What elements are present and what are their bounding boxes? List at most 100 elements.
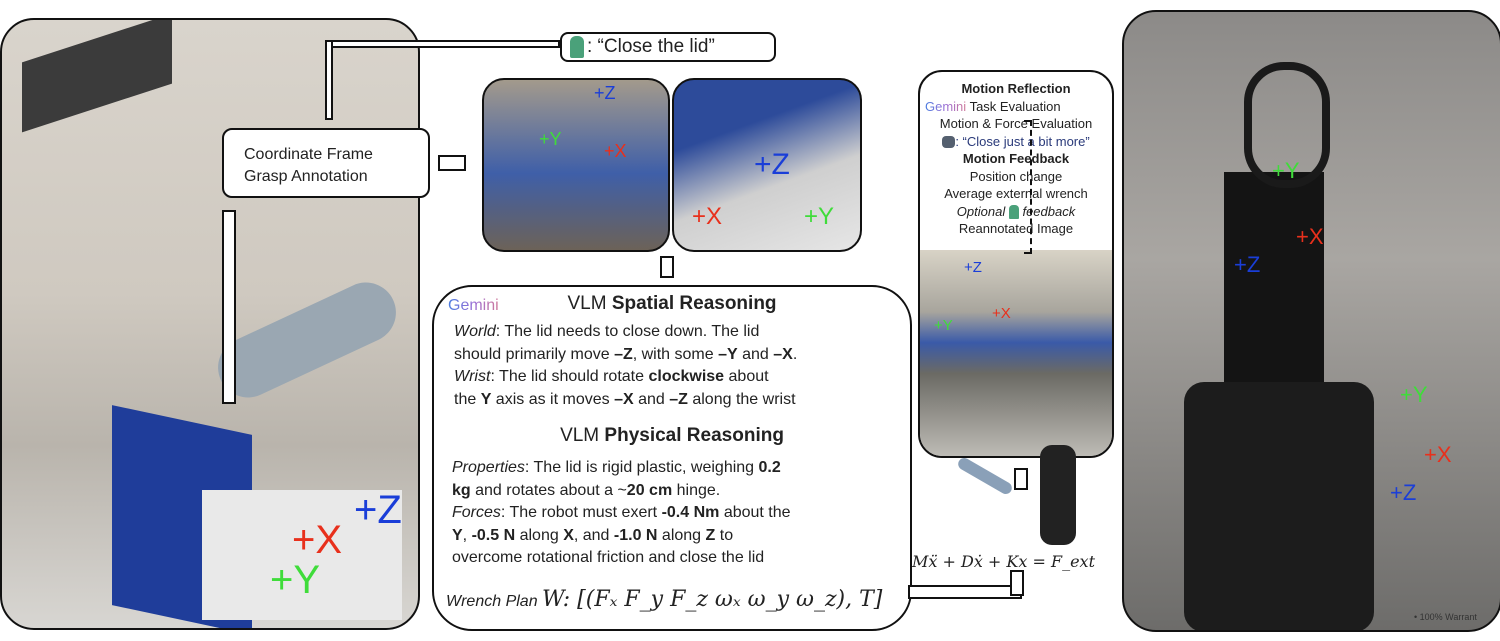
text: -1.0 N — [613, 526, 658, 544]
motion-reflection-box: Motion Reflection Gemini Task Evaluation… — [918, 70, 1114, 458]
wrench-formula: W: [(Fₓ F_y F_z ωₓ ω_y ω_z), T] — [542, 587, 883, 612]
axis-y-label: +Y — [804, 203, 835, 230]
person-icon — [1008, 205, 1019, 220]
text: : The lid should rotate — [490, 368, 649, 385]
axis-z-label: +Z — [1234, 252, 1261, 277]
humanoid-photo: +Y +X +Z +Y +X +Z • 100% Warrant — [1122, 10, 1500, 632]
humanoid-head — [1244, 62, 1330, 188]
text: should primarily move — [454, 345, 615, 363]
axis-y-label: +Y — [270, 558, 321, 602]
table-surface — [202, 490, 402, 620]
text: about the — [719, 504, 791, 521]
wrench-label: Wrench Plan — [446, 593, 538, 610]
label: World — [454, 323, 496, 340]
axis-x-label: +X — [604, 141, 627, 161]
text: –Y — [718, 345, 738, 363]
gemini-logo: Gemini — [448, 297, 499, 314]
wrench-plan: Wrench Plan W: [(Fₓ F_y F_z ωₓ ω_y ω_z),… — [446, 587, 882, 612]
text: along — [515, 526, 564, 544]
text: and rotates about a ~ — [470, 481, 627, 499]
text: clockwise — [648, 368, 725, 385]
text: hinge. — [672, 481, 721, 499]
text: , — [462, 526, 472, 544]
label: Forces — [452, 504, 501, 521]
wrench-arrow-up — [1010, 570, 1024, 596]
label: Properties — [452, 459, 525, 476]
text: the — [454, 390, 481, 408]
up-arrow — [222, 210, 236, 404]
text: axis as it moves — [491, 390, 615, 408]
axis-y-label: +Y — [1400, 382, 1428, 407]
feedback-label: feedback — [1022, 203, 1076, 219]
text: along the wrist — [687, 390, 796, 408]
text: about — [724, 368, 769, 385]
watermark: • 100% Warrant — [1414, 612, 1477, 622]
impedance-equation: Mẍ + Dẋ + Kx = F_ext — [912, 552, 1095, 571]
axis-y-label: +Y — [934, 317, 953, 334]
robot-quote: : “Close just a bit more” — [955, 133, 1090, 149]
axis-z-label: +Z — [964, 259, 982, 276]
camera-mount — [22, 20, 172, 133]
text: -0.5 N — [471, 526, 516, 544]
wrench-arrow — [908, 585, 1022, 599]
reannotated-photo: +Z +Y +X — [920, 250, 1112, 456]
axis-z-label: +Z — [1390, 480, 1417, 505]
prompt-text: : “Close the lid” — [587, 36, 715, 57]
text: X — [563, 526, 574, 544]
humanoid-torso — [1224, 172, 1324, 382]
axis-x-label: +X — [992, 305, 1011, 322]
annotation-line1: Coordinate Frame — [244, 146, 373, 163]
annotation-line2: Grasp Annotation — [244, 168, 368, 185]
user-prompt-box: : “Close the lid” — [560, 32, 776, 62]
prompt-arrow — [330, 40, 560, 48]
physical-title: VLM Physical Reasoning — [434, 425, 910, 448]
text: , with some — [632, 345, 719, 363]
axis-y-label: +Y — [539, 129, 562, 149]
text: –X — [773, 345, 793, 363]
gemini-logo: Gemini — [925, 98, 967, 114]
feedback-dashed-arrow — [1024, 120, 1032, 254]
humanoid-icon — [1040, 445, 1076, 545]
axis-x-label: +X — [1424, 442, 1452, 467]
text: -0.4 Nm — [661, 504, 720, 521]
text: –Z — [614, 345, 633, 363]
scene-photo-wrist: +Z +Y +X — [672, 78, 862, 252]
motion-force-eval: Motion & Force Evaluation — [939, 116, 1093, 131]
spatial-text: World: The lid needs to close down. The … — [454, 321, 797, 411]
text: . — [792, 345, 798, 363]
up-arrow — [1014, 468, 1028, 490]
text: Y — [480, 390, 492, 408]
text: : The lid is rigid plastic, weighing — [524, 459, 759, 476]
title-bold: Spatial Reasoning — [611, 293, 777, 314]
right-arrow — [438, 155, 466, 171]
text: , and — [573, 526, 614, 544]
scene-photo-world: +Z +Y +X — [482, 78, 670, 252]
text: –X — [614, 390, 634, 408]
text: and — [737, 345, 774, 363]
axis-z-label: +Z — [754, 148, 790, 181]
prompt-arrow-down — [325, 40, 333, 120]
title-bold: Physical Reasoning — [604, 425, 784, 446]
text: Y — [452, 526, 463, 544]
optional-label: Optional — [956, 203, 1006, 219]
task-eval: Task Evaluation — [966, 98, 1061, 114]
text: to — [715, 526, 734, 544]
feedback-item: Average external wrench — [944, 186, 1088, 201]
robot-icon — [942, 136, 956, 149]
axis-z-label: +Z — [594, 83, 616, 103]
text: overcome rotational friction and close t… — [452, 549, 765, 566]
down-arrow — [660, 256, 674, 278]
person-icon — [570, 36, 584, 58]
feedback-item: Position change — [969, 168, 1063, 184]
robot-arm-icon — [956, 455, 1014, 497]
robot-arm-photo: +X +Z +Y — [0, 18, 420, 630]
reflection-title: Motion Reflection — [961, 81, 1071, 96]
axis-x-label: +X — [1296, 224, 1324, 249]
label: Wrist — [454, 368, 491, 385]
axis-y-label: +Y — [1272, 158, 1300, 183]
physical-text: Properties: The lid is rigid plastic, we… — [452, 457, 791, 570]
axis-x-label: +X — [692, 203, 723, 230]
feedback-title: Motion Feedback — [962, 151, 1070, 166]
title-prefix: VLM — [567, 293, 612, 314]
